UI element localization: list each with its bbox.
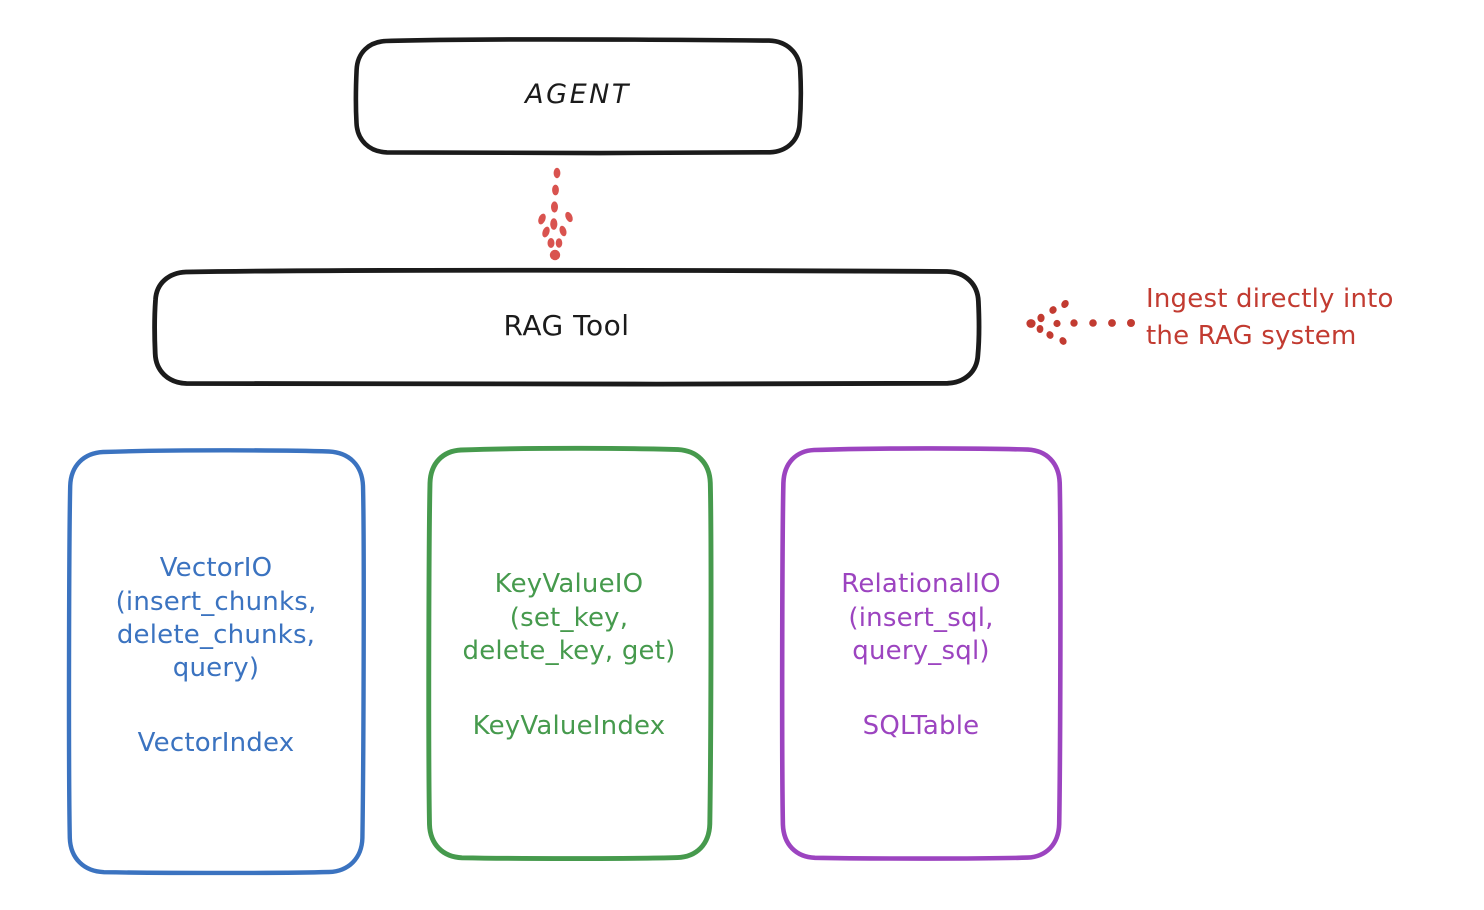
rag-tool-box-outline (152, 267, 982, 387)
ingest-arrow (1026, 300, 1135, 345)
relational-store-node[interactable] (779, 446, 1063, 861)
keyvalue-store-box-outline (426, 445, 714, 862)
vector-store-node[interactable] (66, 448, 366, 876)
relational-store-box-outline (779, 446, 1063, 861)
rag-tool-node[interactable] (152, 267, 982, 387)
agent-node[interactable] (353, 37, 804, 156)
keyvalue-store-node[interactable] (426, 445, 714, 862)
agent-box-outline (353, 37, 804, 156)
agent-to-rag-arrow (538, 167, 573, 261)
vector-store-box-outline (66, 448, 366, 876)
